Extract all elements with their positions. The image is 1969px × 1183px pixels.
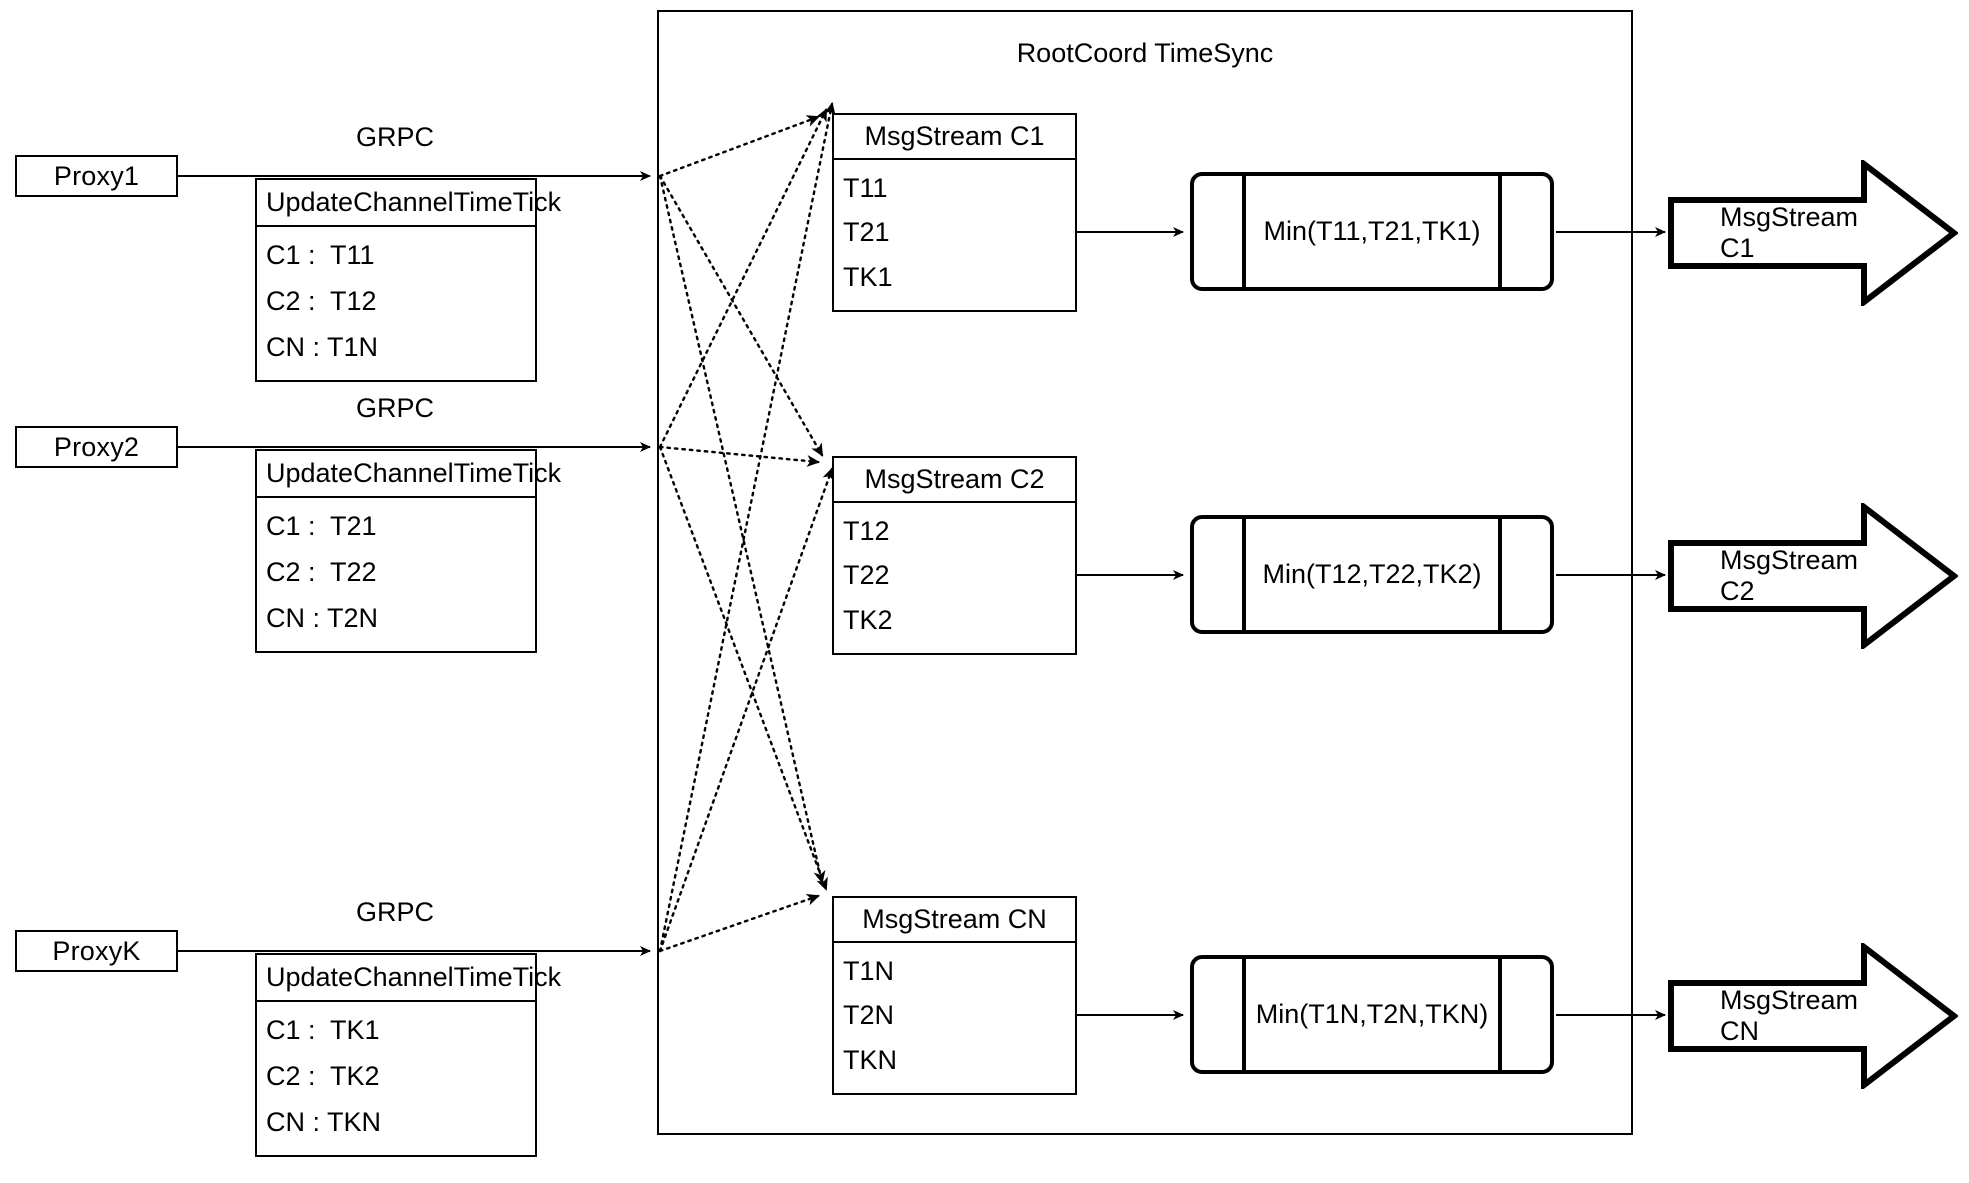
reducer-label-2: Min(T1N,T2N,TKN) bbox=[1255, 999, 1489, 1029]
reducer-label-1: Min(T12,T22,TK2) bbox=[1262, 559, 1482, 589]
table-row: TKN bbox=[843, 1045, 897, 1076]
msgstream-table-0: MsgStream C1 T11 T21 TK1 bbox=[832, 113, 1077, 312]
msgstream-body-1: T12 T22 TK2 bbox=[834, 503, 1075, 653]
table-header-0: UpdateChannelTimeTick bbox=[257, 180, 561, 227]
msgstream-table-2: MsgStream CN T1N T2N TKN bbox=[832, 896, 1077, 1095]
table-row: C2 : TK2 bbox=[266, 1060, 380, 1091]
table-row: T21 bbox=[843, 217, 890, 248]
update-channel-timetick-table-2: UpdateChannelTimeTick C1 : TK1 C2 : TK2 … bbox=[255, 953, 561, 1157]
output-arrow-2: MsgStream CN bbox=[1668, 940, 1959, 1092]
table-header-2: UpdateChannelTimeTick bbox=[257, 955, 561, 1002]
grpc-label-1: GRPC bbox=[355, 393, 434, 423]
output-label-1: MsgStream C2 bbox=[1720, 545, 1859, 606]
table-row: C2 : T12 bbox=[266, 285, 377, 316]
reducer-divider-left bbox=[1242, 518, 1246, 631]
reducer-divider-left bbox=[1242, 958, 1246, 1071]
table-body-0: C1 : T11 C2 : T12 CN : T1N bbox=[257, 227, 535, 380]
table-row: C1 : T21 bbox=[266, 511, 377, 542]
table-header-1: UpdateChannelTimeTick bbox=[257, 451, 561, 498]
proxy-box-1[interactable]: Proxy2 bbox=[15, 426, 178, 468]
proxy-box-0[interactable]: Proxy1 bbox=[15, 155, 178, 197]
block-arrow-shape bbox=[1668, 940, 1959, 1092]
table-row: T2N bbox=[843, 1000, 895, 1031]
reducer-divider-left bbox=[1242, 175, 1246, 288]
reducer-box-1: Min(T12,T22,TK2) bbox=[1190, 515, 1554, 634]
reducer-divider-right bbox=[1498, 518, 1502, 631]
table-row: C1 : T11 bbox=[266, 240, 375, 271]
reducer-label-0: Min(T11,T21,TK1) bbox=[1263, 216, 1481, 246]
table-row: T22 bbox=[843, 560, 890, 591]
msgstream-header-2: MsgStream CN bbox=[834, 898, 1075, 943]
msgstream-header-1: MsgStream C2 bbox=[834, 458, 1075, 503]
table-row: TK1 bbox=[843, 262, 893, 293]
output-label-2: MsgStream CN bbox=[1720, 985, 1859, 1046]
block-arrow-shape bbox=[1668, 157, 1959, 309]
proxy-box-2[interactable]: ProxyK bbox=[15, 930, 178, 972]
reducer-box-2: Min(T1N,T2N,TKN) bbox=[1190, 955, 1554, 1074]
table-row: CN : T1N bbox=[266, 331, 379, 362]
table-row: CN : T2N bbox=[266, 602, 379, 633]
block-arrow-shape bbox=[1668, 500, 1959, 652]
output-label-0: MsgStream C1 bbox=[1720, 202, 1859, 263]
msgstream-table-1: MsgStream C2 T12 T22 TK2 bbox=[832, 456, 1077, 655]
table-row: CN : TKN bbox=[266, 1106, 382, 1137]
table-row: T11 bbox=[843, 172, 888, 203]
table-row: T1N bbox=[843, 955, 895, 986]
output-arrow-1: MsgStream C2 bbox=[1668, 500, 1959, 652]
msgstream-header-0: MsgStream C1 bbox=[834, 115, 1075, 160]
output-arrow-0: MsgStream C1 bbox=[1668, 157, 1959, 309]
update-channel-timetick-table-0: UpdateChannelTimeTick C1 : T11 C2 : T12 … bbox=[255, 178, 561, 382]
msgstream-body-2: T1N T2N TKN bbox=[834, 943, 1075, 1093]
container-title: RootCoord TimeSync bbox=[1016, 38, 1274, 68]
msgstream-body-0: T11 T21 TK1 bbox=[834, 160, 1075, 310]
table-row: C1 : TK1 bbox=[266, 1015, 380, 1046]
update-channel-timetick-table-1: UpdateChannelTimeTick C1 : T21 C2 : T22 … bbox=[255, 449, 561, 653]
table-body-2: C1 : TK1 C2 : TK2 CN : TKN bbox=[257, 1002, 535, 1155]
reducer-divider-right bbox=[1498, 958, 1502, 1071]
table-row: T12 bbox=[843, 515, 890, 546]
table-row: C2 : T22 bbox=[266, 556, 377, 587]
grpc-label-2: GRPC bbox=[355, 897, 434, 927]
table-body-1: C1 : T21 C2 : T22 CN : T2N bbox=[257, 498, 535, 651]
reducer-divider-right bbox=[1498, 175, 1502, 288]
table-row: TK2 bbox=[843, 605, 893, 636]
reducer-box-0: Min(T11,T21,TK1) bbox=[1190, 172, 1554, 291]
grpc-label-0: GRPC bbox=[355, 122, 434, 152]
rootcoord-timesync-container bbox=[657, 10, 1633, 1135]
